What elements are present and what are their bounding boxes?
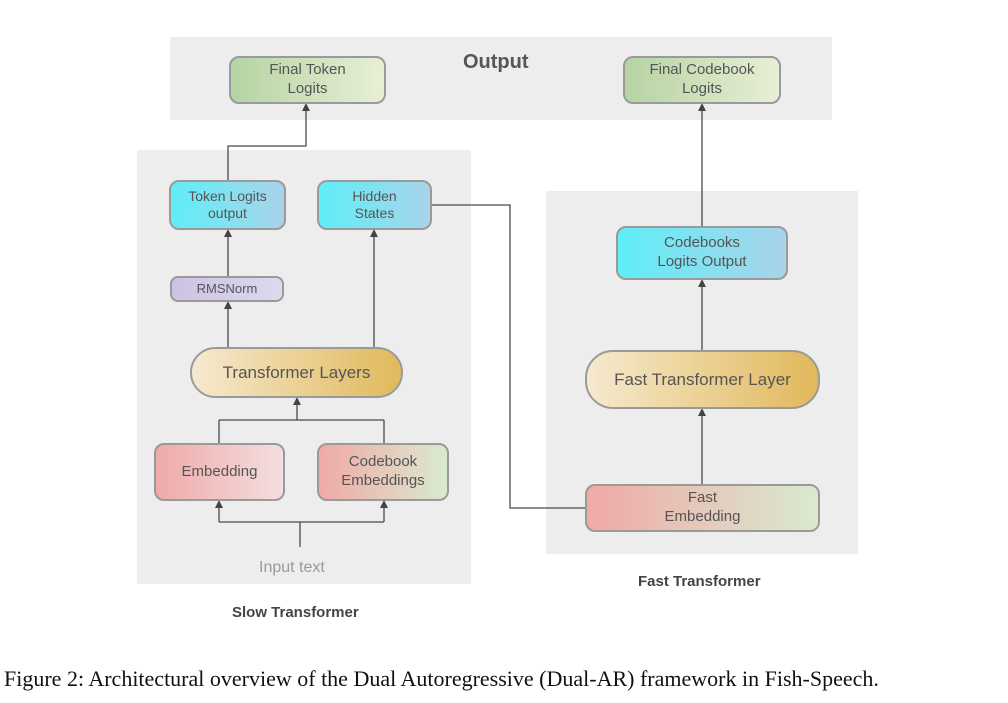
arrow-token-logits-to-final: [227, 103, 310, 180]
transformer-layers-node: Transformer Layers: [190, 347, 403, 398]
figure-caption: Figure 2: Architectural overview of the …: [4, 666, 879, 691]
rmsnorm-node: RMSNorm: [170, 276, 284, 302]
input-text-label: Input text: [259, 559, 325, 576]
fast-transformer-layer-node: Fast Transformer Layer: [585, 350, 820, 409]
output-title: Output: [463, 51, 529, 73]
line-hidden-to-fast-embedding: [432, 204, 585, 509]
fast-embedding-node: Fast Embedding: [585, 484, 820, 532]
final-codebook-logits-node: Final Codebook Logits: [623, 56, 781, 104]
final-token-logits-node: Final Token Logits: [229, 56, 386, 104]
codebooks-logits-output-node: Codebooks Logits Output: [616, 226, 788, 280]
slow-transformer-caption: Slow Transformer: [232, 604, 359, 621]
hidden-states-node: Hidden States: [317, 180, 432, 230]
fast-transformer-caption: Fast Transformer: [638, 573, 761, 590]
token-logits-output-node: Token Logits output: [169, 180, 286, 230]
embedding-node: Embedding: [154, 443, 285, 501]
codebook-embeddings-node: Codebook Embeddings: [317, 443, 449, 501]
